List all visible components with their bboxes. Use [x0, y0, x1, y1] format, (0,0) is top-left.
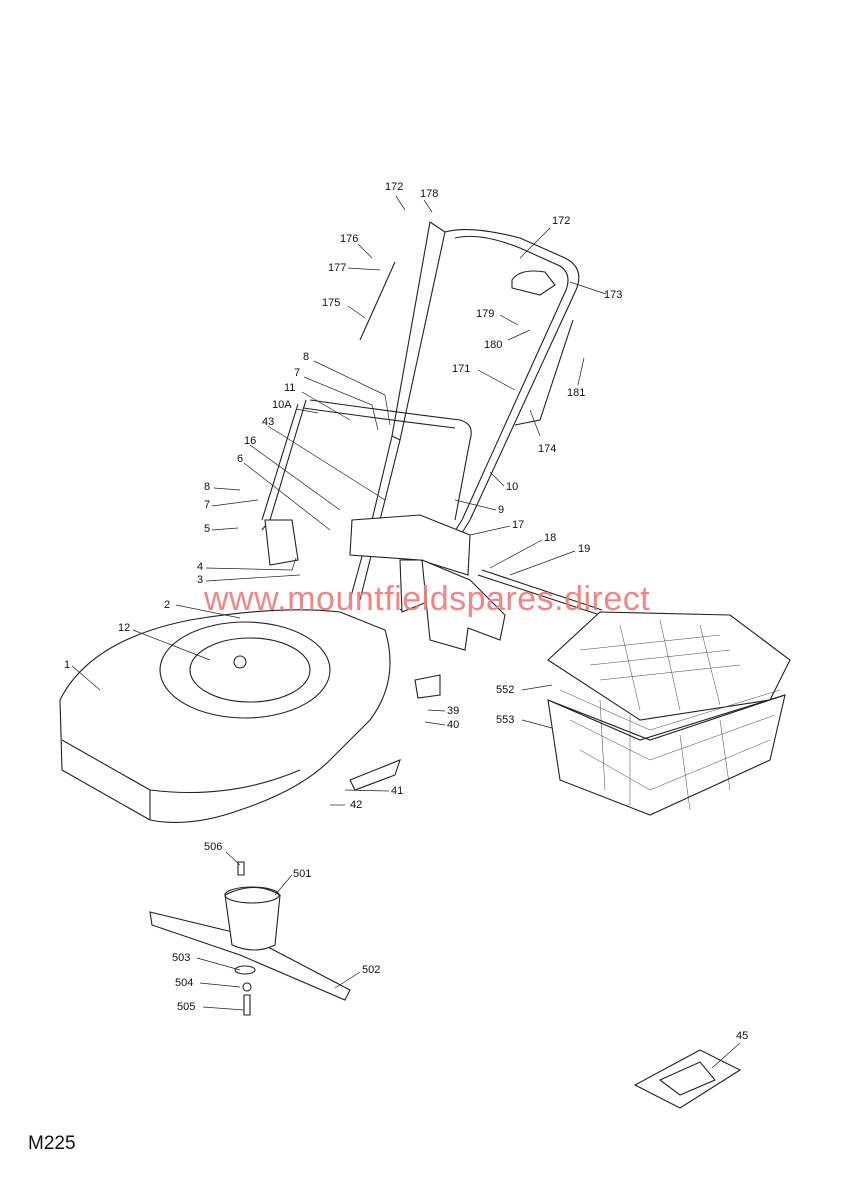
callout-41: 41 [391, 785, 404, 797]
callout-16: 16 [244, 435, 257, 447]
callout-181: 181 [567, 387, 586, 399]
callout-503: 503 [172, 952, 191, 964]
callout-501: 501 [293, 868, 312, 880]
callout-173: 173 [604, 289, 623, 301]
blade-assembly [149, 861, 351, 1016]
callout-7: 7 [204, 499, 211, 511]
callout-171: 171 [452, 363, 471, 375]
callout-18: 18 [544, 532, 557, 544]
callout-12: 12 [118, 622, 131, 634]
callout-506: 506 [204, 841, 223, 853]
callout-177: 177 [328, 262, 347, 274]
diagram-code: M225 [28, 1133, 76, 1154]
callout-178: 178 [420, 188, 439, 200]
watermark-text: www.mountfieldspares.direct [204, 580, 651, 618]
callout-43: 43 [262, 416, 275, 428]
callout-9: 9 [498, 504, 505, 516]
callout-42: 42 [350, 799, 363, 811]
callout-504: 504 [175, 977, 194, 989]
callout-40: 40 [447, 719, 460, 731]
callout-6: 6 [237, 453, 244, 465]
callout-11: 11 [284, 382, 296, 394]
callout-7: 7 [294, 367, 301, 379]
callout-4: 4 [197, 561, 204, 573]
callout-176: 176 [340, 233, 359, 245]
callout-17: 17 [512, 519, 525, 531]
leader-lines [71, 195, 741, 1069]
callout-8: 8 [204, 481, 211, 493]
callout-505: 505 [177, 1001, 196, 1013]
callout-8: 8 [303, 351, 310, 363]
callout-180: 180 [484, 339, 503, 351]
mower-deck [59, 609, 441, 824]
callout-553: 553 [496, 714, 515, 726]
callout-179: 179 [476, 308, 495, 320]
callout-2: 2 [164, 599, 171, 611]
callout-19: 19 [578, 543, 591, 555]
callout-172: 172 [385, 181, 404, 193]
callout-39: 39 [447, 705, 460, 717]
callout-3: 3 [197, 574, 204, 586]
callout-174: 174 [538, 443, 557, 455]
grass-box [547, 611, 791, 816]
callout-1: 1 [64, 659, 71, 671]
grip-part [511, 270, 556, 296]
callout-175: 175 [322, 297, 341, 309]
cables [359, 261, 574, 426]
callout-172: 172 [552, 215, 571, 227]
callout-552: 552 [496, 684, 515, 696]
callout-10a: 10A [272, 399, 292, 411]
rear-guard [349, 514, 603, 651]
callout-502: 502 [362, 964, 381, 976]
fixing-kit-bag [633, 1049, 742, 1109]
callout-10: 10 [506, 481, 519, 493]
callout-5: 5 [204, 523, 211, 535]
callout-45: 45 [736, 1030, 749, 1042]
